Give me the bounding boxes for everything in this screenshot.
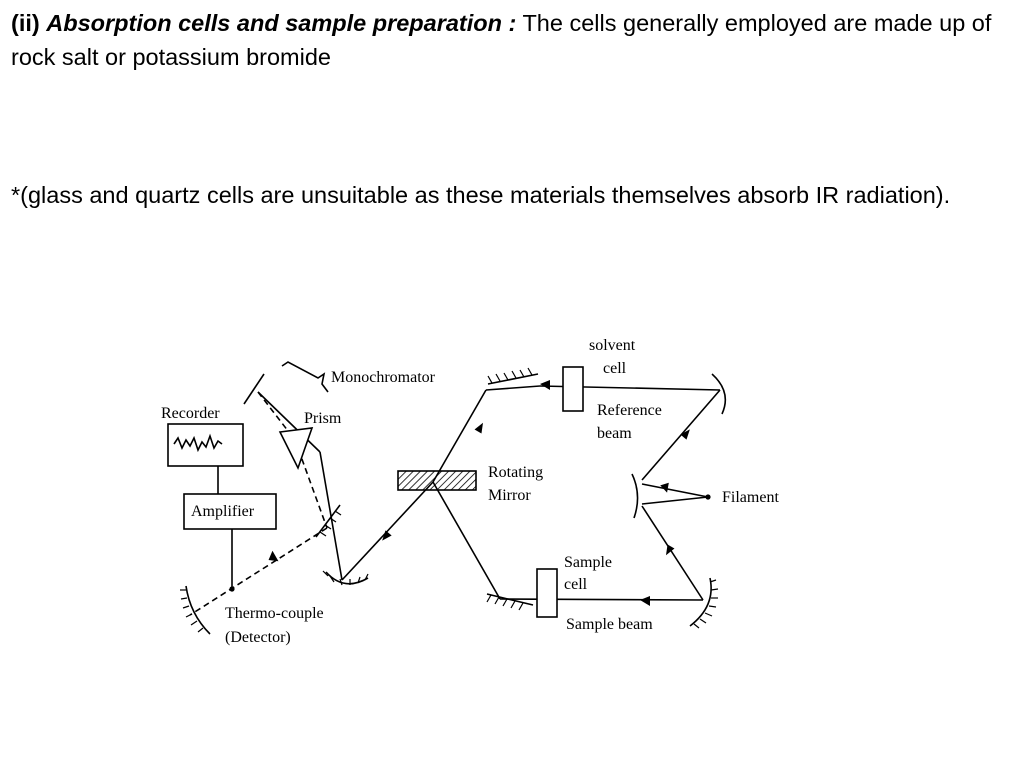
label-thermocouple: Thermo-couple — [225, 605, 324, 622]
reference-concave-mirror — [711, 373, 727, 415]
prism — [278, 427, 314, 471]
section-number: (ii) — [11, 10, 40, 36]
label-sample-cell: cell — [564, 576, 588, 593]
label-solvent: solvent — [589, 337, 636, 354]
label-recorder: Recorder — [161, 405, 220, 422]
label-rotating: Rotating — [488, 464, 543, 481]
centre-concave-mirror — [325, 571, 369, 585]
monochromator-mirror — [243, 373, 265, 405]
label-monochromator: Monochromator — [331, 369, 436, 386]
monochromator-bracket — [281, 361, 329, 393]
prism-mirror — [315, 504, 341, 538]
label-prism: Prism — [304, 410, 342, 427]
filament-rays — [641, 483, 709, 505]
label-solvent-cell: cell — [603, 360, 627, 377]
recorder-box — [167, 423, 244, 467]
sample-concave-mirror — [689, 577, 712, 627]
solvent-cell — [562, 366, 584, 412]
sample-flat-mirror — [486, 593, 534, 606]
source-mirror — [631, 473, 639, 519]
section-heading: Absorption cells and sample preparation … — [46, 10, 517, 36]
reference-flat-mirror — [487, 373, 539, 385]
intro-body: The cells generally employed are made up… — [11, 10, 992, 70]
note-paragraph: *(glass and quartz cells are unsuitable … — [11, 182, 951, 208]
rotating-mirror — [397, 470, 477, 491]
label-detector: (Detector) — [225, 629, 291, 646]
label-sample-beam: Sample beam — [566, 616, 653, 633]
recorder-trace — [173, 433, 223, 453]
label-rotating-mirror: Mirror — [488, 487, 531, 504]
label-reference: Reference — [597, 402, 662, 419]
beam-arrowheads — [268, 380, 711, 606]
detector-mirror — [185, 585, 211, 635]
label-amplifier: Amplifier — [191, 503, 255, 520]
intro-paragraph: (ii) Absorption cells and sample prepara… — [11, 6, 1019, 74]
label-reference-beam: beam — [597, 425, 632, 442]
label-sample: Sample — [564, 554, 612, 571]
sample-beam-path — [432, 481, 704, 601]
amplifier-box — [183, 493, 277, 530]
sample-cell — [536, 568, 558, 618]
sample-mirror-hatch — [693, 579, 719, 629]
label-filament: Filament — [722, 489, 779, 506]
